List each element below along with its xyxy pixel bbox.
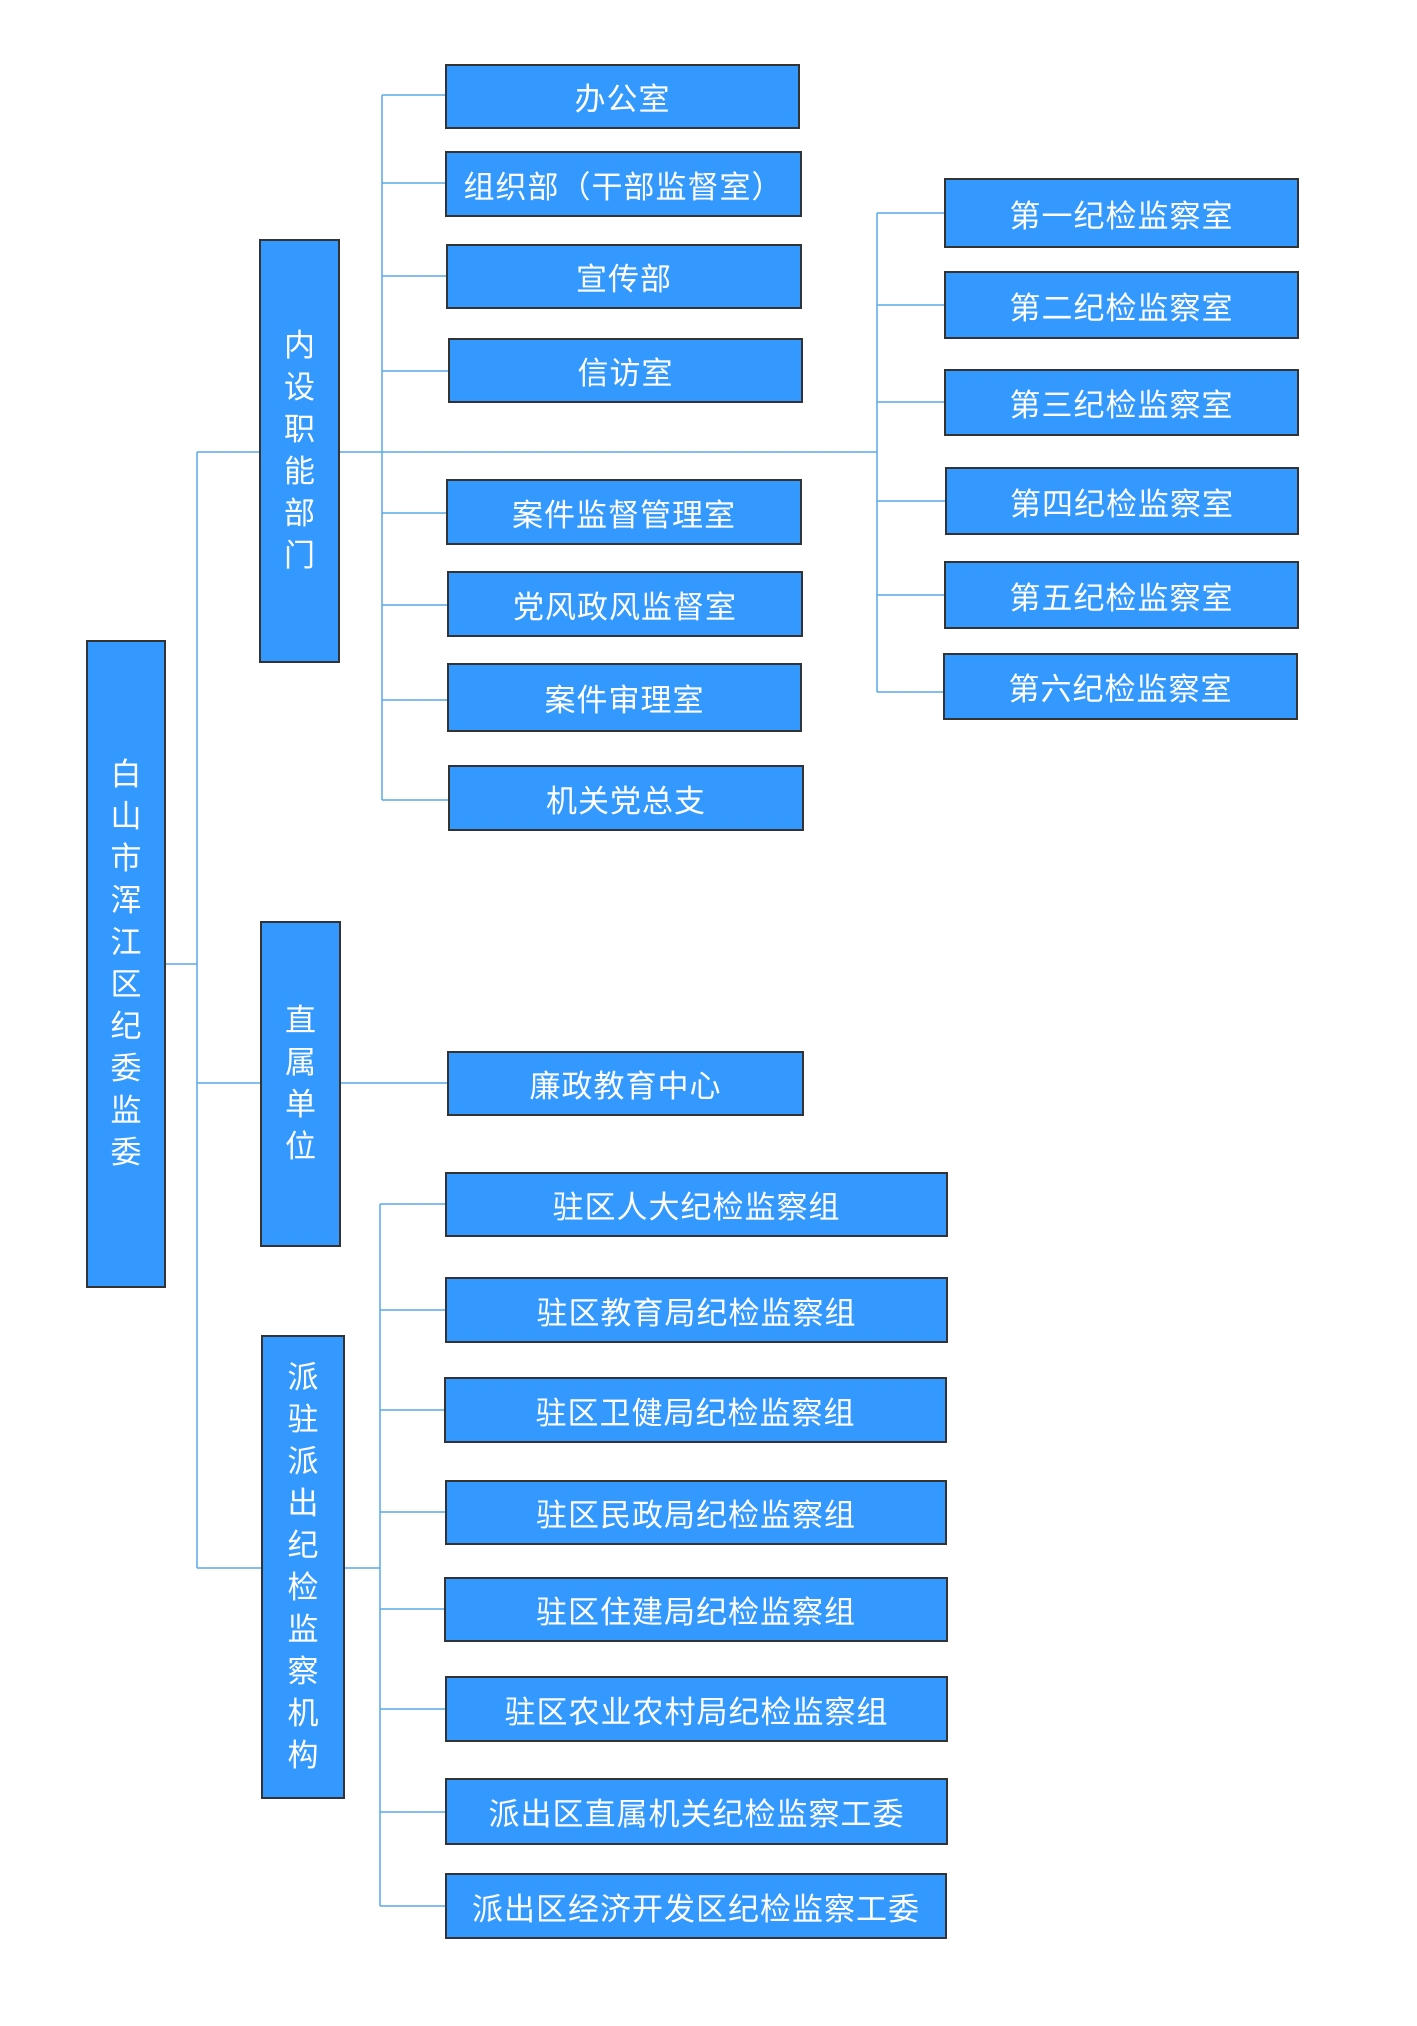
agency-label: 驻区教育局纪检监察组 [536, 1295, 857, 1332]
agency-label: 驻区卫健局纪检监察组 [535, 1395, 856, 1432]
dept-label: 党风政风监督室 [513, 589, 737, 626]
agency-node: 派出区经济开发区纪检监察工委 [445, 1873, 947, 1939]
agency-label: 驻区住建局纪检监察组 [536, 1595, 856, 1631]
agency-node: 驻区民政局纪检监察组 [445, 1480, 947, 1545]
agency-label: 派出区直属机关纪检监察工委 [488, 1797, 905, 1833]
unit-label: 廉政教育中心 [529, 1069, 722, 1105]
branch-label: 内设职能部门 [284, 328, 315, 574]
dept-node: 办公室 [445, 64, 800, 129]
agency-label: 驻区民政局纪检监察组 [536, 1498, 856, 1534]
dept-node: 党风政风监督室 [447, 571, 803, 637]
inspection-office-label: 第一纪检监察室 [1009, 198, 1234, 235]
agency-node: 驻区农业农村局纪检监察组 [445, 1676, 948, 1742]
dept-node: 案件监督管理室 [446, 479, 802, 545]
dept-label: 办公室 [574, 82, 671, 118]
agency-node: 驻区住建局纪检监察组 [444, 1577, 948, 1642]
dept-label: 案件审理室 [544, 683, 705, 719]
inspection-office-label: 第二纪检监察室 [1009, 290, 1234, 327]
agency-node: 驻区人大纪检监察组 [445, 1172, 948, 1237]
inspection-office-node: 第五纪检监察室 [944, 561, 1299, 629]
branch-label: 派驻派出纪检监察机构 [287, 1360, 319, 1774]
dept-label: 宣传部 [576, 262, 672, 298]
dept-label: 组织部（干部监督室） [463, 169, 784, 206]
agency-node: 派出区直属机关纪检监察工委 [445, 1778, 948, 1845]
agency-node: 驻区卫健局纪检监察组 [444, 1377, 947, 1443]
agency-label: 驻区农业农村局纪检监察组 [504, 1694, 889, 1731]
inspection-office-node: 第一纪检监察室 [944, 178, 1299, 248]
inspection-office-label: 第六纪检监察室 [1008, 672, 1233, 708]
dept-label: 信访室 [577, 356, 674, 392]
agency-label: 驻区人大纪检监察组 [552, 1190, 841, 1226]
branch-internal-departments: 内设职能部门 [259, 239, 340, 663]
dept-node: 信访室 [448, 338, 803, 403]
branch-label: 直属单位 [285, 1003, 316, 1165]
dept-label: 机关党总支 [546, 783, 706, 820]
dept-label: 案件监督管理室 [512, 497, 736, 534]
inspection-office-label: 第四纪检监察室 [1010, 486, 1234, 523]
inspection-office-node: 第六纪检监察室 [943, 653, 1298, 720]
unit-node: 廉政教育中心 [447, 1051, 804, 1116]
dept-node: 案件审理室 [447, 663, 802, 732]
agency-node: 驻区教育局纪检监察组 [445, 1277, 948, 1343]
inspection-office-node: 第四纪检监察室 [945, 467, 1299, 535]
inspection-office-node: 第三纪检监察室 [944, 369, 1299, 436]
root-node: 白山市浑江区纪委监委 [86, 640, 166, 1288]
inspection-office-label: 第三纪检监察室 [1009, 388, 1234, 424]
dept-node: 宣传部 [446, 244, 802, 309]
branch-dispatched-agencies: 派驻派出纪检监察机构 [261, 1335, 345, 1799]
branch-direct-units: 直属单位 [260, 921, 341, 1247]
inspection-office-label: 第五纪检监察室 [1009, 580, 1234, 617]
inspection-office-node: 第二纪检监察室 [944, 271, 1299, 339]
dept-node: 机关党总支 [448, 765, 804, 831]
root-label: 白山市浑江区纪委监委 [110, 757, 142, 1171]
agency-label: 派出区经济开发区纪检监察工委 [472, 1891, 920, 1928]
dept-node: 组织部（干部监督室） [445, 151, 802, 217]
